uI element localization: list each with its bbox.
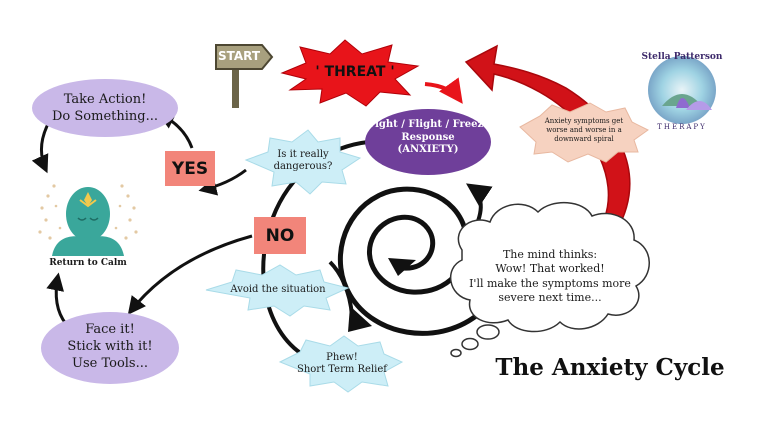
- no-box: NO: [254, 217, 306, 254]
- dangerous-to-yes-arrow: [198, 168, 247, 196]
- face-it-label: Face it! Stick with it! Use Tools...: [67, 322, 153, 371]
- logo-name: Stella Patterson: [641, 52, 723, 62]
- relief-label: Phew! Short Term Relief: [296, 352, 387, 375]
- start-sign-label: START: [218, 49, 261, 63]
- action-to-calm-arrow: [31, 123, 50, 174]
- mind-thought-cloud: [449, 201, 650, 358]
- yes-box: YES: [165, 151, 215, 186]
- stella-patterson-logo: [648, 56, 716, 124]
- threat-label: ' THREAT ': [315, 64, 395, 80]
- threat-to-response-arrow: [424, 77, 463, 104]
- face-it-bubble: [41, 312, 179, 384]
- diagram-title: The Anxiety Cycle: [495, 354, 725, 381]
- take-action-bubble: [32, 79, 178, 137]
- bottom-arrowhead: [348, 306, 372, 332]
- start-sign: [215, 44, 274, 108]
- is-dangerous-label: Is it really dangerous?: [273, 149, 333, 172]
- fight-response-bubble: [365, 109, 491, 175]
- dangerous-starburst: [244, 129, 362, 195]
- relief-starburst: [278, 335, 404, 393]
- spiral-note-label: Anxiety symptoms get worse and worse in …: [544, 117, 624, 143]
- avoid-label: Avoid the situation: [230, 284, 326, 295]
- no-to-face-arrow: [127, 234, 253, 315]
- face-to-calm-arrow: [46, 272, 68, 325]
- spiral-note-badge: [519, 102, 649, 163]
- meditating-head-icon: [38, 184, 138, 256]
- take-action-label: Take Action! Do Something...: [52, 92, 158, 124]
- avoid-starburst: [205, 264, 350, 317]
- logo-sub: THERAPY: [657, 123, 707, 131]
- threat-starburst: [280, 39, 420, 107]
- return-to-calm-label: Return to Calm: [49, 258, 127, 268]
- fight-response-label: Fight / Flight / Freeze Response (ANXIET…: [368, 119, 490, 155]
- spiral-arrowhead-center: [388, 258, 416, 276]
- mind-thinks-label: The mind thinks: Wow! That worked! I'll …: [469, 248, 631, 304]
